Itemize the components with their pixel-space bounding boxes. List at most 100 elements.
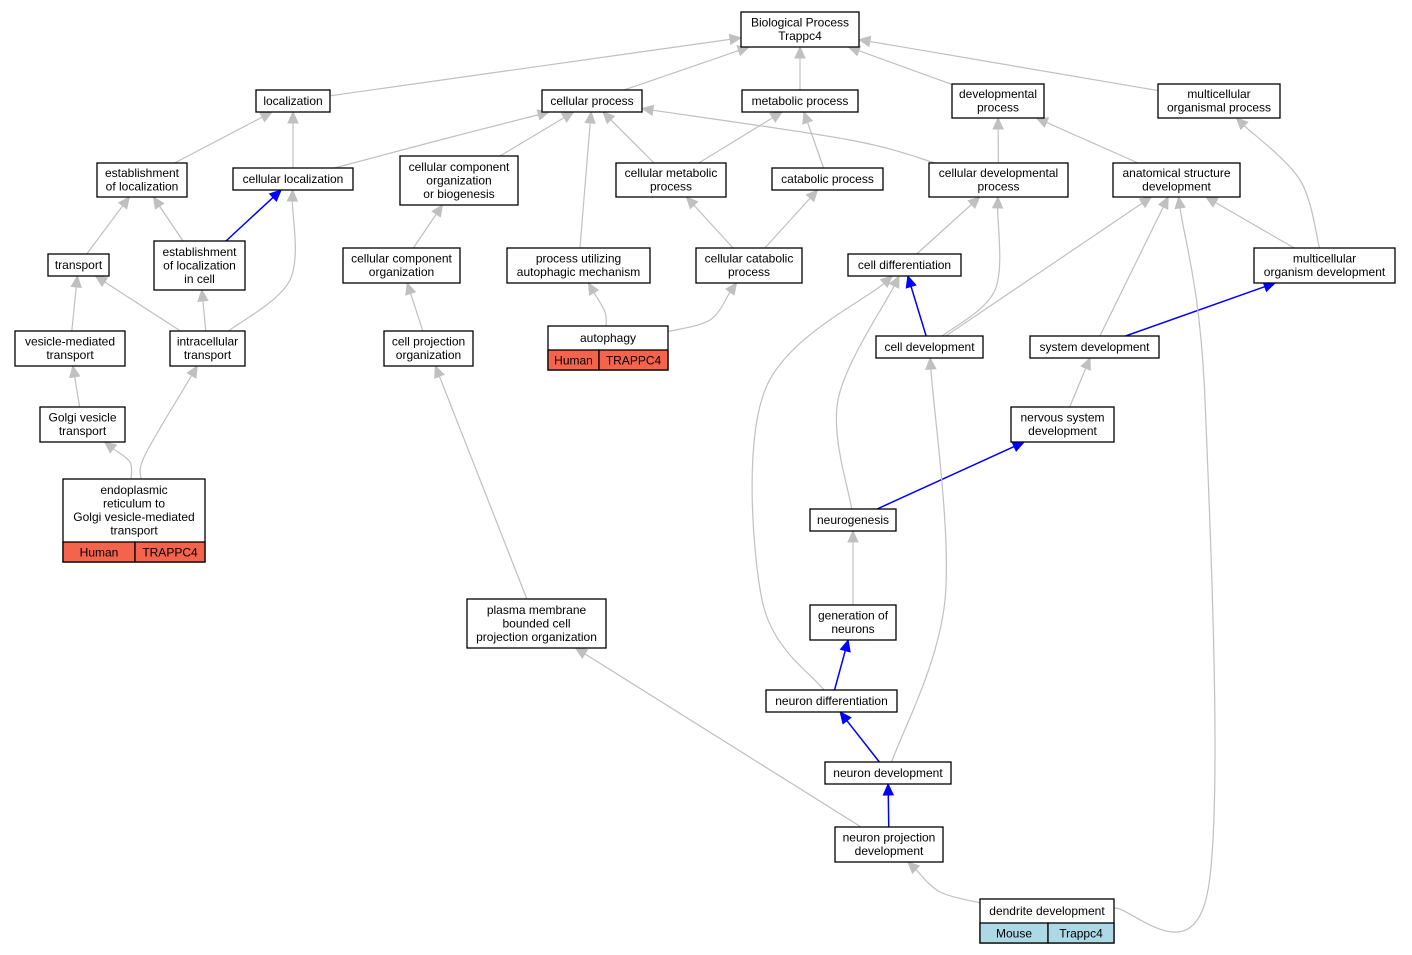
edge-dp-to-bp (847, 45, 953, 85)
edge-arrowhead (1138, 196, 1153, 209)
edge-line (667, 291, 731, 333)
node-label-line: nervous system (1020, 411, 1104, 425)
edge-arrowhead (103, 441, 118, 454)
node-box (506, 247, 651, 284)
node-label-line: organization (396, 348, 461, 362)
node-label-line: anatomical structure (1122, 166, 1230, 180)
edge-line (74, 376, 81, 408)
node-label-line: of localization (163, 258, 236, 272)
edge-line (869, 40, 1159, 92)
node-label-line: Golgi vesicle-mediated (73, 510, 194, 524)
edge-arrowhead (186, 364, 198, 379)
edge-arrowhead (805, 189, 819, 203)
edge-line (652, 109, 936, 164)
node-label-line: development (1142, 180, 1211, 194)
edge-line (1113, 207, 1216, 933)
node-box (153, 240, 246, 291)
node-box (695, 247, 803, 284)
node-cl[interactable]: cellular localization (232, 167, 354, 191)
edge-arrowhead (602, 111, 616, 125)
node-ng[interactable]: neurogenesis (809, 508, 897, 532)
edge-nsd-to-sd (1069, 356, 1091, 408)
node-box (740, 11, 860, 48)
node-cp[interactable]: cellular process (541, 89, 643, 113)
node-cdiff[interactable]: cell differentiation (847, 253, 962, 277)
node-label-line: bounded cell (502, 616, 570, 630)
edge-cdev-to-asd (945, 196, 1153, 337)
node-loc[interactable]: localization (255, 89, 331, 113)
edge-cmp-to-cp (602, 111, 655, 164)
node-box (875, 335, 984, 359)
edge-line (104, 281, 181, 332)
edge-aut-to-puam (587, 281, 607, 327)
node-catp[interactable]: catabolic process (771, 167, 884, 191)
node-label-line: cellular developmental (939, 166, 1058, 180)
node-ndev[interactable]: neuron development (824, 761, 952, 785)
edge-line (910, 286, 927, 337)
edge-ng-to-cdiff (835, 274, 900, 510)
node-label-line: establishment (105, 166, 180, 180)
edge-cdp-to-dp (992, 116, 1004, 164)
edge-arrowhead (925, 356, 937, 370)
edge-arrowhead (685, 196, 699, 210)
edge-gon-to-ng (847, 529, 859, 605)
edge-eolc-to-cl (225, 189, 282, 242)
edge-line (806, 122, 825, 169)
edge-line (1046, 121, 1139, 164)
edge-mp-to-bp (794, 45, 806, 90)
node-label-line: cell differentiation (858, 258, 951, 272)
edge-puam-to-cp (579, 110, 596, 249)
node-box (741, 89, 859, 113)
node-label-line: cellular component (409, 160, 510, 174)
node-label-line: cell projection (392, 335, 465, 349)
node-label-line: neuron differentiation (775, 694, 888, 708)
node-label-line: Biological Process (751, 16, 849, 30)
edge-arrowhead (117, 196, 131, 210)
edge-line (410, 293, 424, 332)
edge-ndev-to-nd (839, 711, 880, 763)
edge-nd-to-gon (833, 638, 851, 691)
node-cdev[interactable]: cell development (875, 335, 984, 359)
node-sd[interactable]: system development (1029, 335, 1160, 359)
edge-arrowhead (1011, 441, 1026, 453)
edge-line (86, 205, 124, 255)
edge-eolc-to-eol (152, 195, 184, 242)
node-mp[interactable]: metabolic process (741, 89, 859, 113)
node-label-line: multicellular (1293, 252, 1356, 266)
edge-line (1099, 206, 1164, 337)
edge-dd-to-asd (1113, 195, 1216, 933)
node-tr[interactable]: transport (47, 253, 110, 277)
edge-arrowhead (197, 288, 209, 303)
node-nd[interactable]: neuron differentiation (765, 689, 898, 713)
node-label-line: cellular metabolic (625, 166, 718, 180)
edge-line (174, 116, 263, 164)
node-label-line: transport (110, 524, 158, 538)
edge-line (71, 286, 77, 332)
edge-arrowhead (587, 281, 600, 296)
